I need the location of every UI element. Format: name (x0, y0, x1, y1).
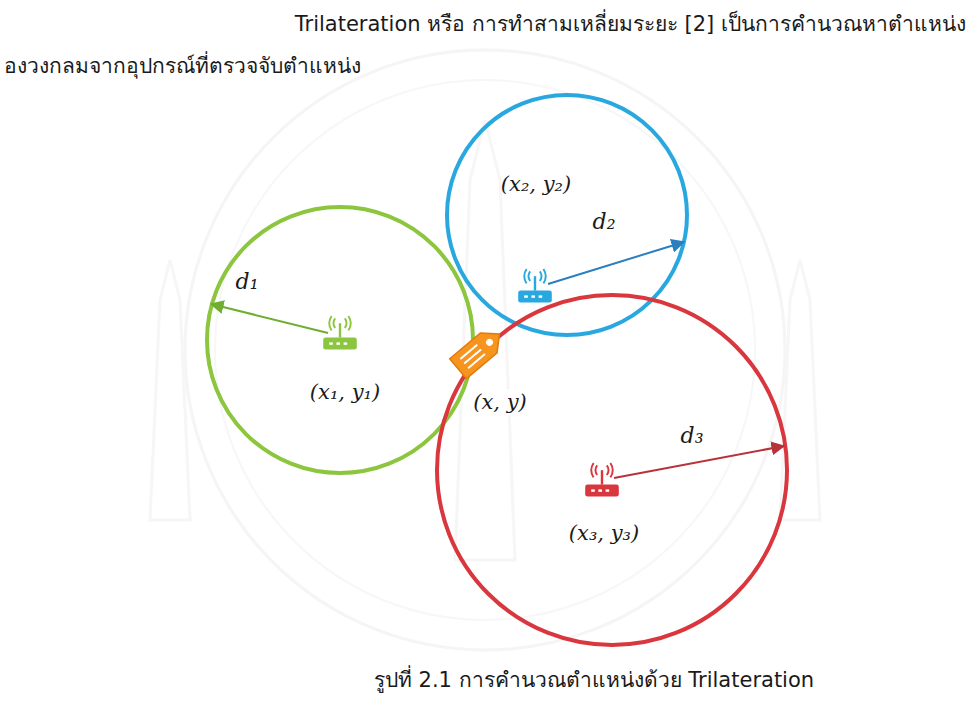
body-text: องวงกลมจากอุปกรณ์ที่ตรวจจับตำแหน่ง (4, 53, 361, 79)
router-light (591, 489, 595, 491)
coordinate-label: (x₂, y₂) (501, 171, 571, 197)
coordinate-label: (x₃, y₃) (569, 520, 639, 546)
range-circle (437, 295, 787, 645)
tag-lines (460, 345, 485, 368)
tag-hole (485, 337, 495, 347)
router-light (336, 342, 340, 344)
router-icon (585, 463, 619, 497)
router-light (524, 295, 528, 297)
radius-arrow (548, 242, 684, 284)
router-icon (518, 269, 552, 303)
radius-arrow (614, 446, 784, 478)
distance-label: d₂ (593, 208, 616, 236)
radius-arrow (211, 304, 328, 333)
watermark (150, 50, 820, 650)
distance-label: d₁ (236, 268, 259, 296)
figure-caption: รูปที่ 2.1 การคำนวณตำแหน่งด้วย Trilatera… (374, 667, 814, 693)
router-body (323, 338, 357, 350)
body-text: Trilateration หรือ การทำสามเหลี่ยมระยะ [… (295, 11, 966, 37)
coordinate-label: (x₁, y₁) (310, 379, 380, 405)
router-light (598, 489, 602, 491)
router-light (539, 295, 543, 297)
router-waves (329, 316, 351, 330)
router-light (329, 342, 333, 344)
tag-icon (450, 324, 508, 379)
router-light (606, 489, 610, 491)
router-light (344, 342, 348, 344)
router-body (518, 291, 552, 303)
watermark-ring (185, 50, 785, 650)
distance-label: d₃ (681, 422, 704, 450)
router-antenna (534, 276, 536, 290)
router-antenna (339, 323, 341, 337)
router-waves (524, 269, 546, 283)
range-circle (207, 207, 473, 473)
watermark-spire (150, 260, 190, 520)
router-waves (591, 463, 613, 477)
tag-body (450, 324, 508, 379)
router-body (585, 485, 619, 497)
router-icon (323, 316, 357, 350)
watermark-ring (215, 80, 755, 620)
router-light (531, 295, 535, 297)
router-antenna (601, 470, 603, 484)
coordinate-label: (x, y) (470, 389, 529, 415)
